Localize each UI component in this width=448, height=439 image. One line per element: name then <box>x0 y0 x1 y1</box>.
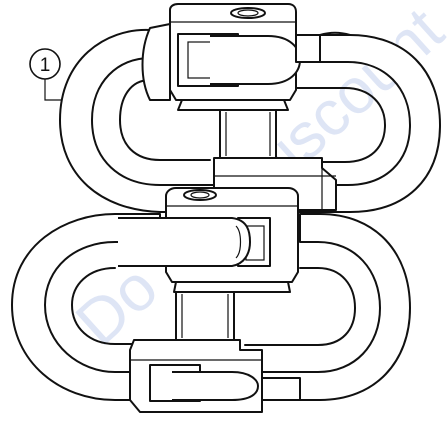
lower-chain-link <box>11 213 411 401</box>
callout-number: 1 <box>40 55 51 76</box>
upper-swivel-assembly <box>141 3 337 211</box>
callout-1: 1 <box>29 48 62 101</box>
leader-line <box>44 79 62 101</box>
lower-swivel-assembly <box>118 187 301 413</box>
upper-chain-link <box>59 28 441 213</box>
